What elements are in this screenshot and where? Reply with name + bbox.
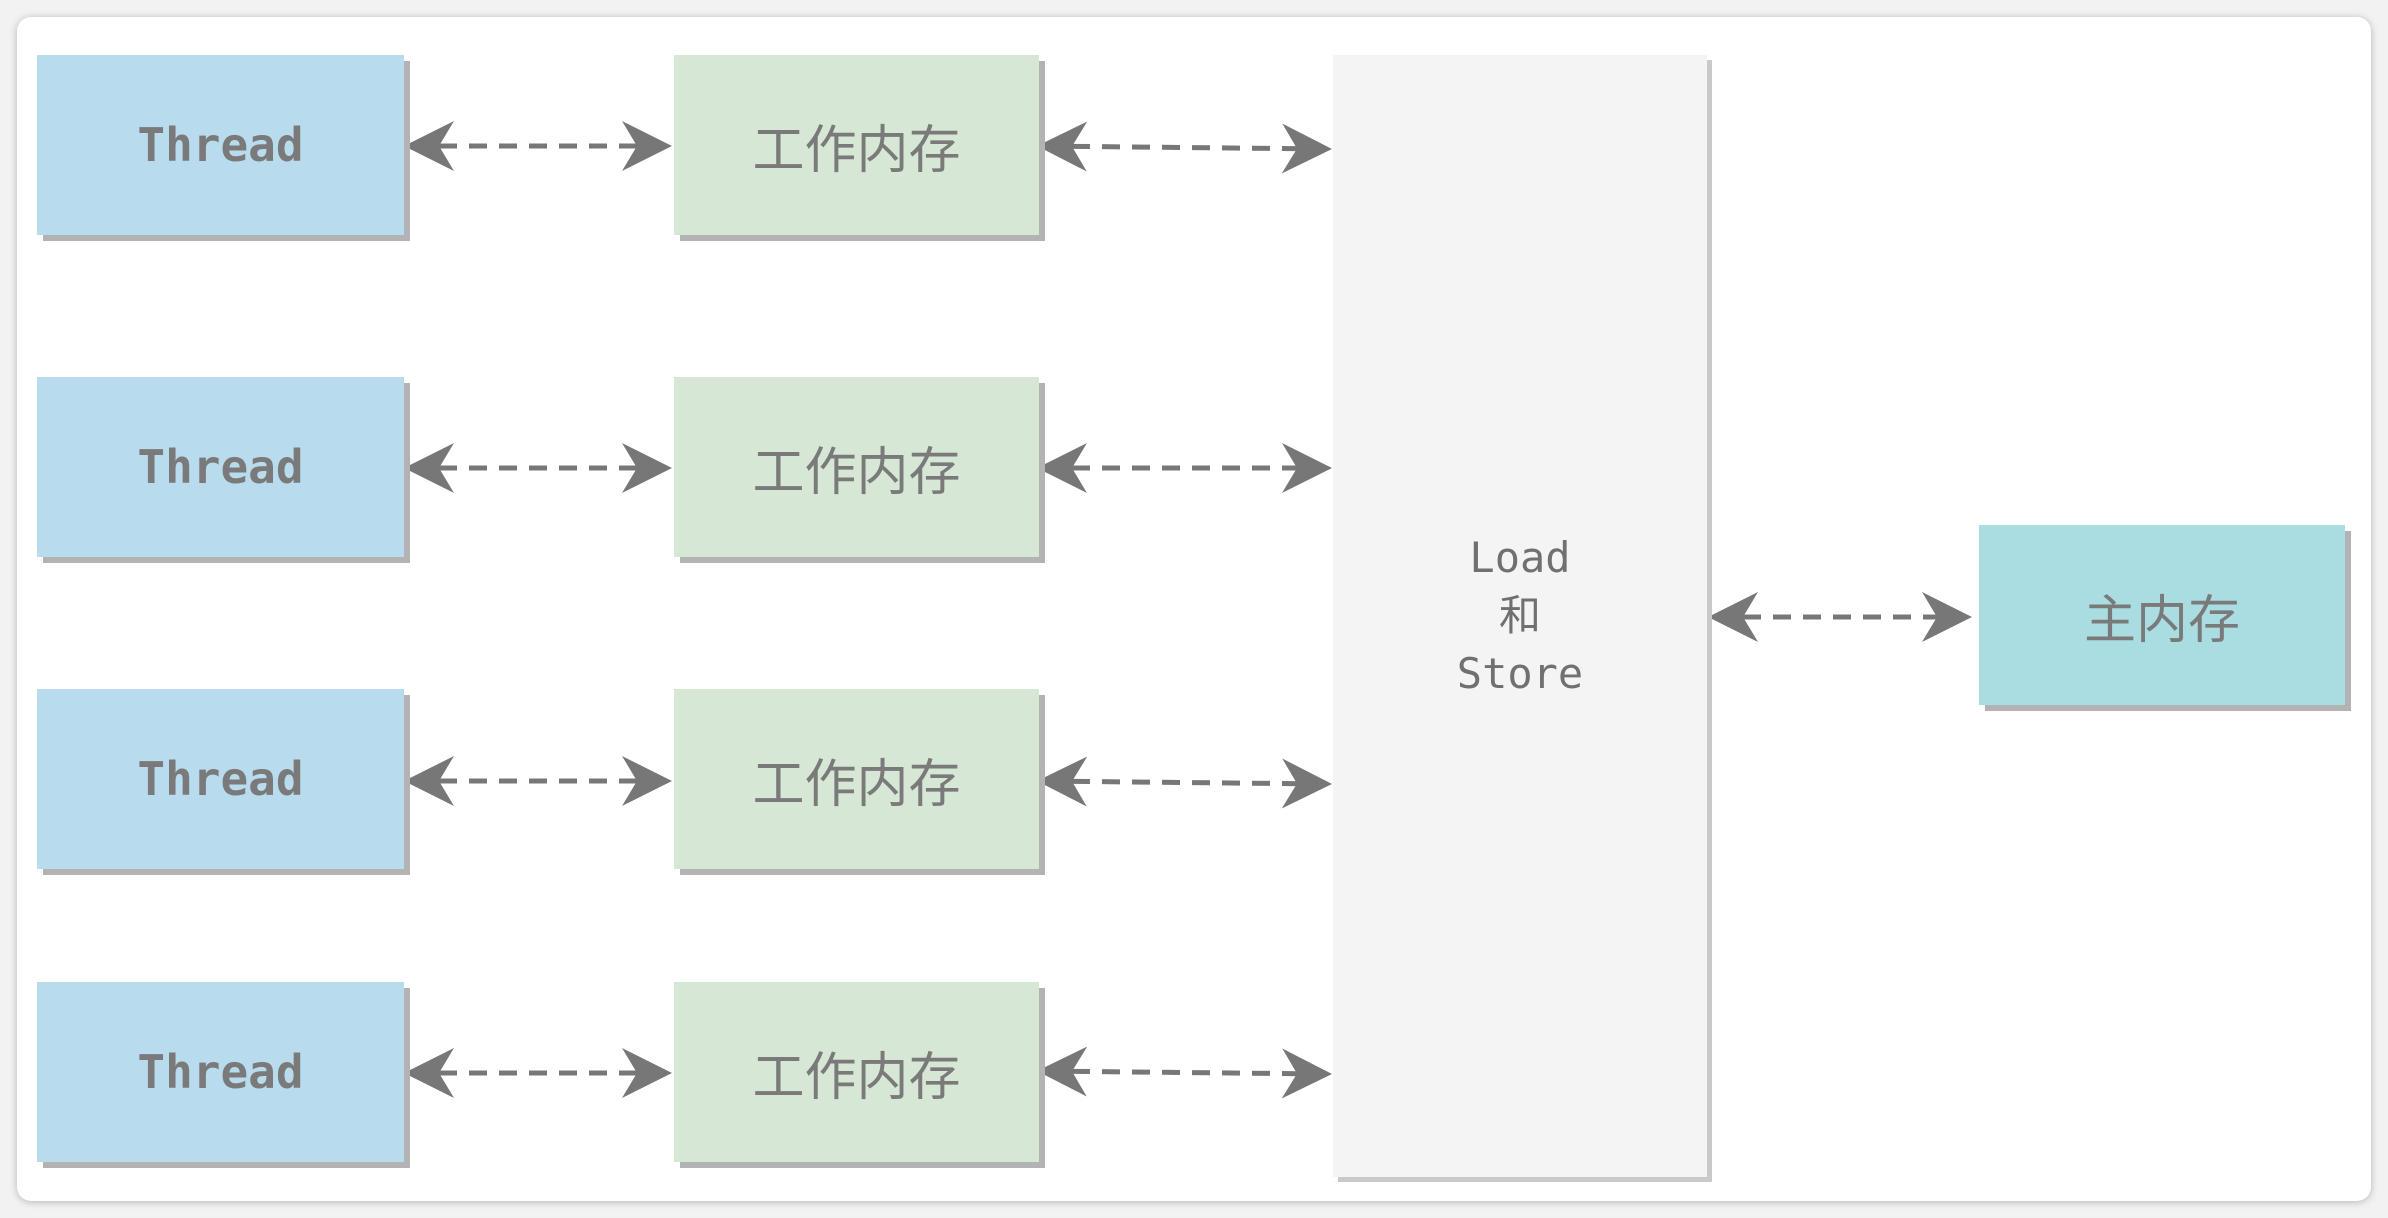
work-memory-label-1: 工作内存 [752, 120, 961, 181]
work-memory-box-3: 工作内存 [674, 689, 1039, 869]
thread-label-1: Thread [137, 118, 304, 172]
thread-box-2: Thread [37, 377, 404, 557]
work-memory-box-4: 工作内存 [674, 982, 1039, 1162]
work-memory-box-2: 工作内存 [674, 377, 1039, 557]
main-memory-box: 主内存 [1979, 525, 2345, 705]
work-memory-box-1: 工作内存 [674, 55, 1039, 235]
thread-label-3: Thread [137, 752, 304, 806]
work-memory-label-4: 工作内存 [752, 1047, 961, 1108]
work-memory-label-2: 工作内存 [752, 442, 961, 503]
thread-label-2: Thread [137, 440, 304, 494]
load-store-line-1: Load [1469, 533, 1571, 582]
arrow-work-memory-1-load-store [1037, 121, 1332, 174]
arrows-layer [404, 121, 1972, 1099]
arrow-work-memory-4-load-store [1037, 1046, 1332, 1099]
arrow-work-memory-3-load-store [1037, 756, 1332, 809]
load-store-line-3: Store [1456, 649, 1584, 698]
load-store-line-2: 和 [1498, 591, 1541, 640]
thread-box-3: Thread [37, 689, 404, 869]
diagram-canvas: Thread Thread Thread Thread 工作内存 工作内存 工作… [17, 17, 2371, 1201]
main-memory-label: 主内存 [2083, 590, 2240, 651]
thread-box-1: Thread [37, 55, 404, 235]
work-memory-label-3: 工作内存 [752, 754, 961, 815]
thread-box-4: Thread [37, 982, 404, 1162]
load-store-box: Load 和 Store [1333, 55, 1707, 1177]
thread-label-4: Thread [137, 1045, 304, 1099]
